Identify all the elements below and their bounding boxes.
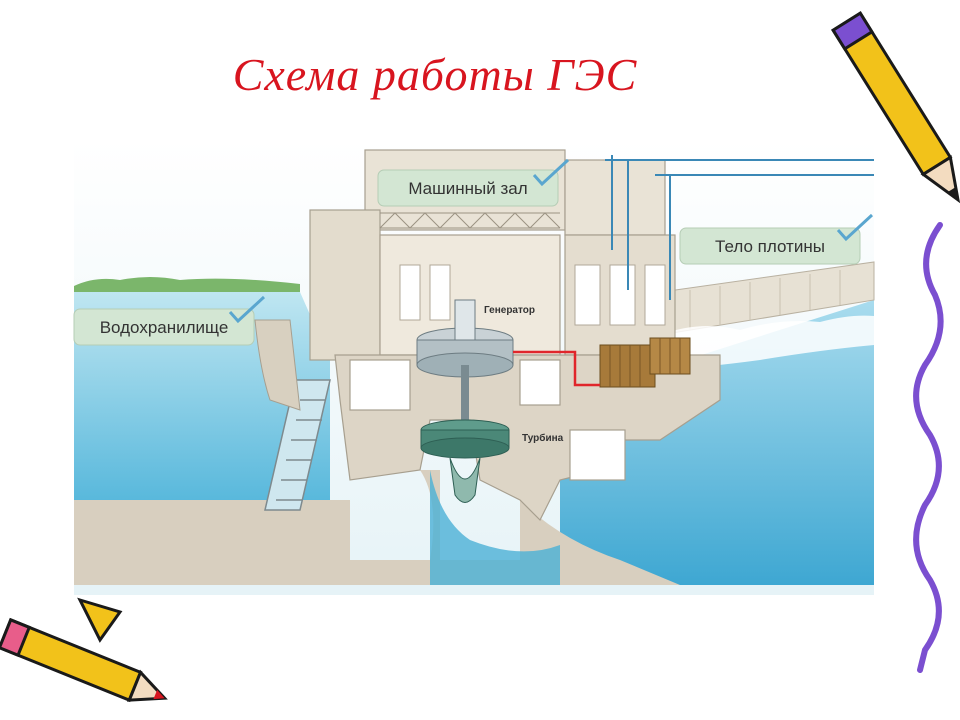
downstream-water	[560, 300, 874, 585]
machine-hall-label-box	[377, 169, 559, 207]
dam-body-label-box	[679, 227, 861, 265]
turbine-label: Турбина	[522, 432, 564, 444]
check-icon	[836, 213, 874, 242]
squiggle-line	[913, 222, 944, 673]
reservoir-label-box	[73, 308, 255, 346]
power-lines	[605, 155, 874, 300]
machine-hall-label: Машинный зал	[408, 179, 527, 198]
pencil-icon	[831, 11, 960, 204]
draft-tube-water	[430, 470, 560, 585]
windows	[399, 264, 666, 326]
pencil-shavings	[77, 597, 123, 643]
roof-truss	[379, 212, 561, 229]
turbine-assembly	[420, 419, 510, 503]
intake-gate	[254, 319, 301, 411]
spillway-piers	[689, 270, 841, 330]
powerhouse	[309, 149, 721, 522]
check-icon	[532, 158, 570, 187]
transformers	[599, 337, 691, 388]
reservoir-label: Водохранилище	[100, 318, 229, 337]
dam-body-label: Тело плотины	[715, 237, 825, 256]
pencil-icon	[0, 617, 168, 703]
far-shore	[74, 277, 300, 292]
page-title: Схема работы ГЭС	[232, 49, 638, 100]
power-cable	[513, 350, 600, 387]
check-icon	[228, 295, 266, 324]
intake-grille	[264, 379, 331, 511]
generator-label: Генератор	[484, 305, 535, 316]
